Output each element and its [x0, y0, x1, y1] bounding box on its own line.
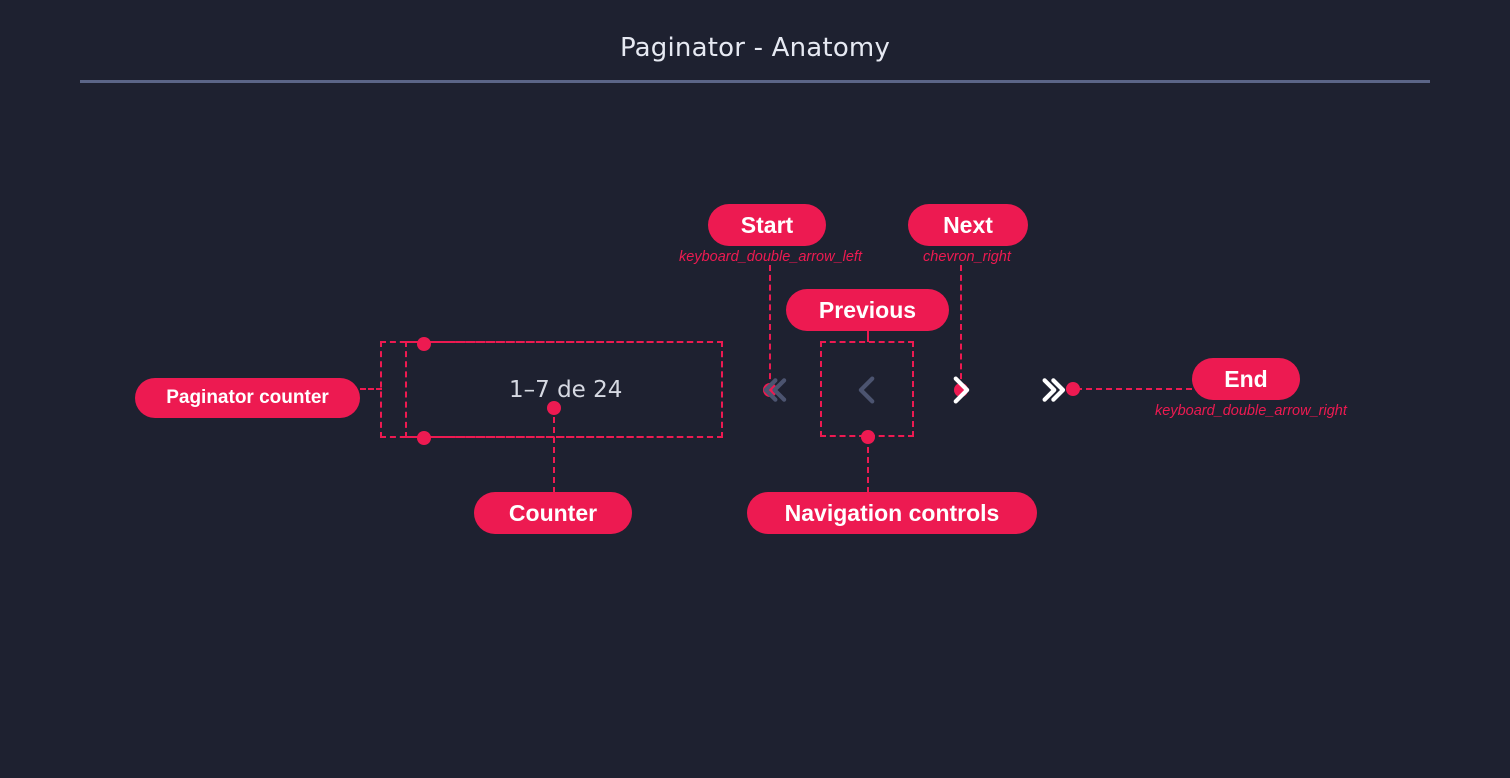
annotation-pill-previous-label: Previous: [818, 296, 917, 323]
keyboard-double-arrow-left-icon[interactable]: [748, 367, 794, 413]
counter-region-box: [405, 341, 723, 438]
chevron-left-icon[interactable]: [844, 367, 890, 413]
annotation-pill-counter[interactable]: Counter: [474, 492, 632, 534]
title-divider: [80, 80, 1430, 83]
connector-paginator-counter: [360, 388, 382, 390]
annotation-pill-paginator-counter-label: Paginator counter: [166, 387, 329, 408]
anchor-dot-counter-text: [547, 401, 561, 415]
anchor-dot-last-page: [1066, 382, 1080, 396]
annotation-pill-navigation-controls-label: Navigation controls: [784, 499, 1000, 526]
annotation-pill-start[interactable]: Start: [708, 204, 826, 246]
annotation-pill-next[interactable]: Next: [908, 204, 1028, 246]
annotation-pill-paginator-counter[interactable]: Paginator counter: [135, 378, 360, 418]
annotation-caption-next: chevron_right: [923, 249, 1011, 265]
anchor-dot-navigation-controls: [861, 430, 875, 444]
annotation-pill-navigation-controls[interactable]: Navigation controls: [747, 492, 1037, 534]
chevron-right-icon[interactable]: [938, 367, 984, 413]
annotation-caption-start: keyboard_double_arrow_left: [679, 249, 862, 265]
connector-next: [960, 265, 962, 389]
connector-counter: [553, 407, 555, 493]
annotation-pill-end-label: End: [1224, 365, 1268, 392]
page-title: Paginator - Anatomy: [619, 33, 891, 63]
connector-previous: [867, 330, 869, 342]
connector-end: [1076, 388, 1192, 390]
anchor-dot-counter-box-bottom: [417, 431, 431, 445]
connector-navigation-controls: [867, 437, 869, 493]
paginator-counter-text: 1–7 de 24: [509, 377, 623, 403]
annotation-pill-next-label: Next: [943, 211, 993, 238]
anchor-dot-counter-box-top: [417, 337, 431, 351]
annotation-pill-end[interactable]: End: [1192, 358, 1300, 400]
annotation-pill-previous[interactable]: Previous: [786, 289, 949, 331]
annotation-caption-end: keyboard_double_arrow_right: [1155, 403, 1347, 419]
annotation-pill-start-label: Start: [740, 211, 794, 238]
keyboard-double-arrow-right-icon[interactable]: [1033, 367, 1079, 413]
annotation-pill-counter-label: Counter: [508, 499, 598, 526]
connector-start: [769, 265, 771, 389]
